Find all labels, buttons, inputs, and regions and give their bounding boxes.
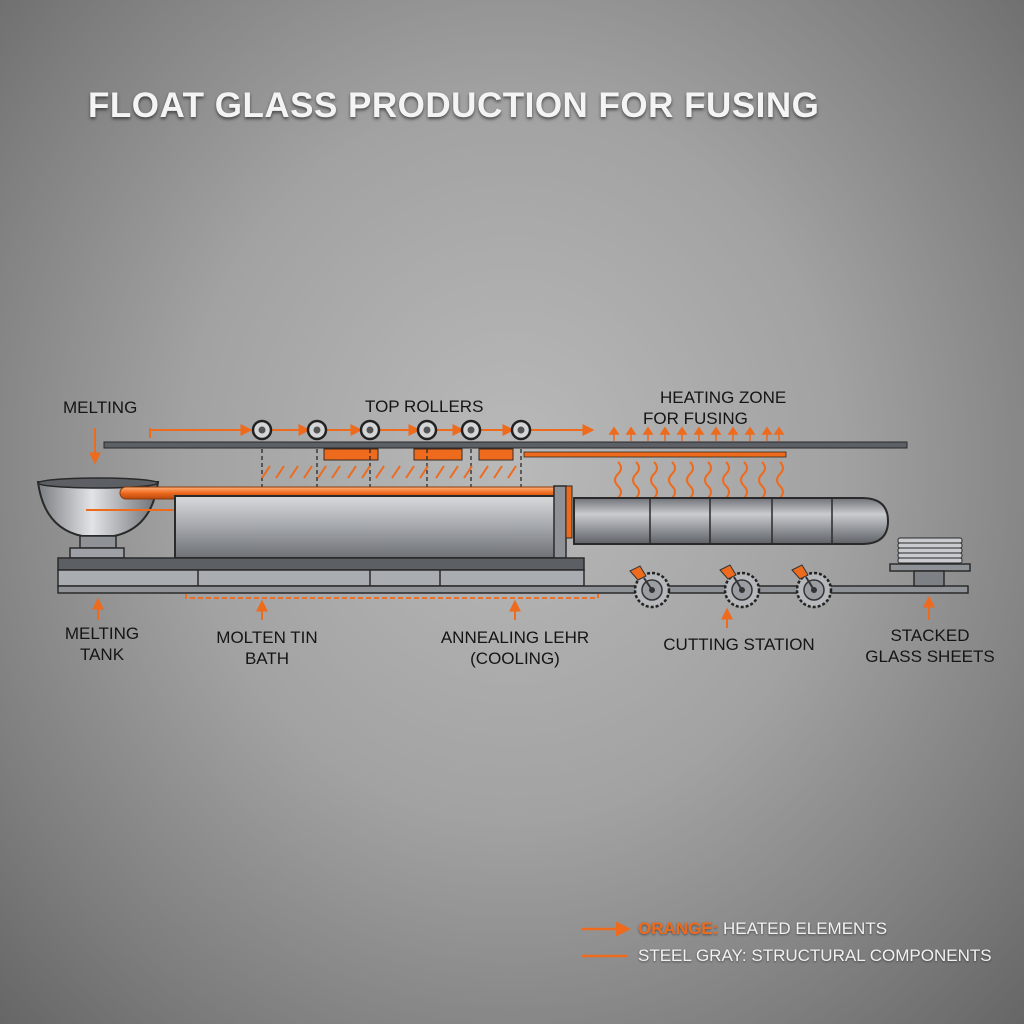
label-annealing-line1: ANNEALING LEHR xyxy=(440,628,590,647)
top-roller xyxy=(306,419,328,441)
heater-blocks xyxy=(323,448,787,461)
top-roller xyxy=(416,419,438,441)
top-roller xyxy=(251,419,273,441)
roller-drop-lines xyxy=(261,449,522,492)
label-cutting-station: CUTTING STATION xyxy=(663,635,815,654)
label-stacked-line1: STACKED xyxy=(890,626,970,645)
top-roller xyxy=(460,419,482,441)
legend-heated-text: HEATED ELEMENTS xyxy=(718,919,888,938)
cutting-wheel xyxy=(791,564,833,609)
legend-structural: STEEL GRAY: STRUCTURAL COMPONENTS xyxy=(638,946,992,965)
heat-hatches xyxy=(261,465,517,479)
heat-waves xyxy=(614,461,784,499)
label-melting-tank-line2: TANK xyxy=(79,645,125,664)
label-heating-zone-line2: FOR FUSING xyxy=(643,409,748,428)
cutting-wheel xyxy=(629,565,671,609)
base-platform xyxy=(57,557,969,594)
top-roller xyxy=(359,419,381,441)
label-molten-tin-line2: BATH xyxy=(244,649,290,668)
label-top-rollers: TOP ROLLERS xyxy=(365,397,484,416)
stacked-glass-sheets xyxy=(889,537,971,587)
top-flow-arrows xyxy=(149,424,595,438)
heating-zone-up-arrows xyxy=(608,426,785,441)
cutting-wheel xyxy=(719,564,761,609)
cutting-station xyxy=(629,564,833,609)
top-rail xyxy=(103,441,908,449)
lehr-bracket xyxy=(185,594,599,599)
legend-heated: ORANGE: HEATED ELEMENTS xyxy=(638,919,887,939)
label-pointer-arrows xyxy=(92,595,935,628)
label-annealing-line2: (COOLING) xyxy=(470,649,560,668)
top-roller xyxy=(510,419,532,441)
label-melting: MELTING xyxy=(63,398,138,417)
label-molten-tin-line1: MOLTEN TIN xyxy=(216,628,318,647)
label-melting-tank-line1: MELTING xyxy=(64,624,140,643)
annealing-lehr-tube xyxy=(573,497,890,545)
page-title: FLOAT GLASS PRODUCTION FOR FUSING xyxy=(88,86,820,125)
label-heating-zone-line1: HEATING ZONE xyxy=(660,388,787,407)
label-stacked-line2: GLASS SHEETS xyxy=(865,647,995,666)
tin-bath-box xyxy=(174,485,573,559)
legend-heated-key: ORANGE: xyxy=(638,919,719,938)
top-rollers xyxy=(251,419,532,441)
legend-swatches xyxy=(582,921,631,958)
